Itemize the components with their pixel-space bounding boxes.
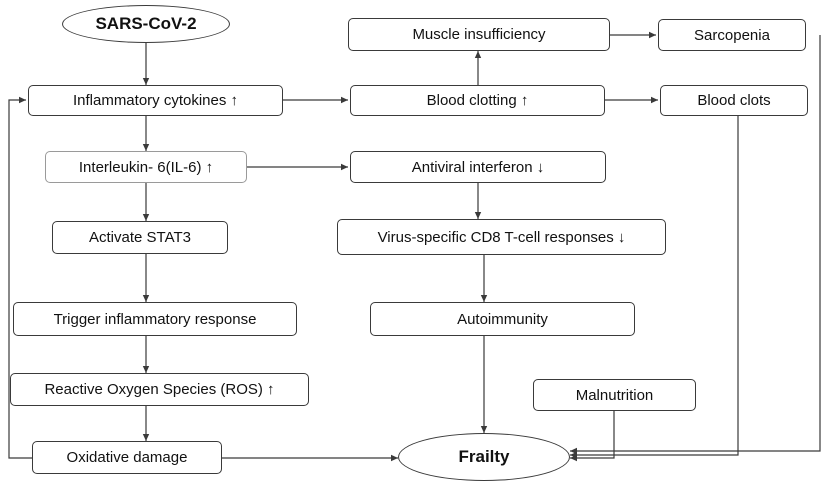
arrow-oxidative-feedback-to-cytokines <box>8 96 32 459</box>
node-frailty: Frailty <box>398 433 570 481</box>
node-muscle-insufficiency: Muscle insufficiency <box>348 18 610 51</box>
node-cd8-responses: Virus-specific CD8 T-cell responses ↓ <box>337 219 666 255</box>
node-malnutrition: Malnutrition <box>533 379 696 411</box>
node-inflammatory-cytokines: Inflammatory cytokines ↑ <box>28 85 283 116</box>
node-ros: Reactive Oxygen Species (ROS) ↑ <box>10 373 309 406</box>
arrow-clots-to-frailty <box>570 116 739 459</box>
node-antiviral-interferon: Antiviral interferon ↓ <box>350 151 606 183</box>
node-sarcopenia: Sarcopenia <box>658 19 806 51</box>
node-autoimmunity: Autoimmunity <box>370 302 635 336</box>
node-blood-clotting: Blood clotting ↑ <box>350 85 605 116</box>
node-activate-stat3: Activate STAT3 <box>52 221 228 254</box>
arrow-malnutrition-to-frailty <box>570 411 615 462</box>
node-oxidative-damage: Oxidative damage <box>32 441 222 474</box>
node-trigger-inflammatory-response: Trigger inflammatory response <box>13 302 297 336</box>
node-sars-cov-2: SARS-CoV-2 <box>62 5 230 43</box>
arrow-sarcopenia-to-frailty <box>570 35 821 455</box>
node-interleukin-6: Interleukin- 6(IL-6) ↑ <box>45 151 247 183</box>
node-blood-clots: Blood clots <box>660 85 808 116</box>
